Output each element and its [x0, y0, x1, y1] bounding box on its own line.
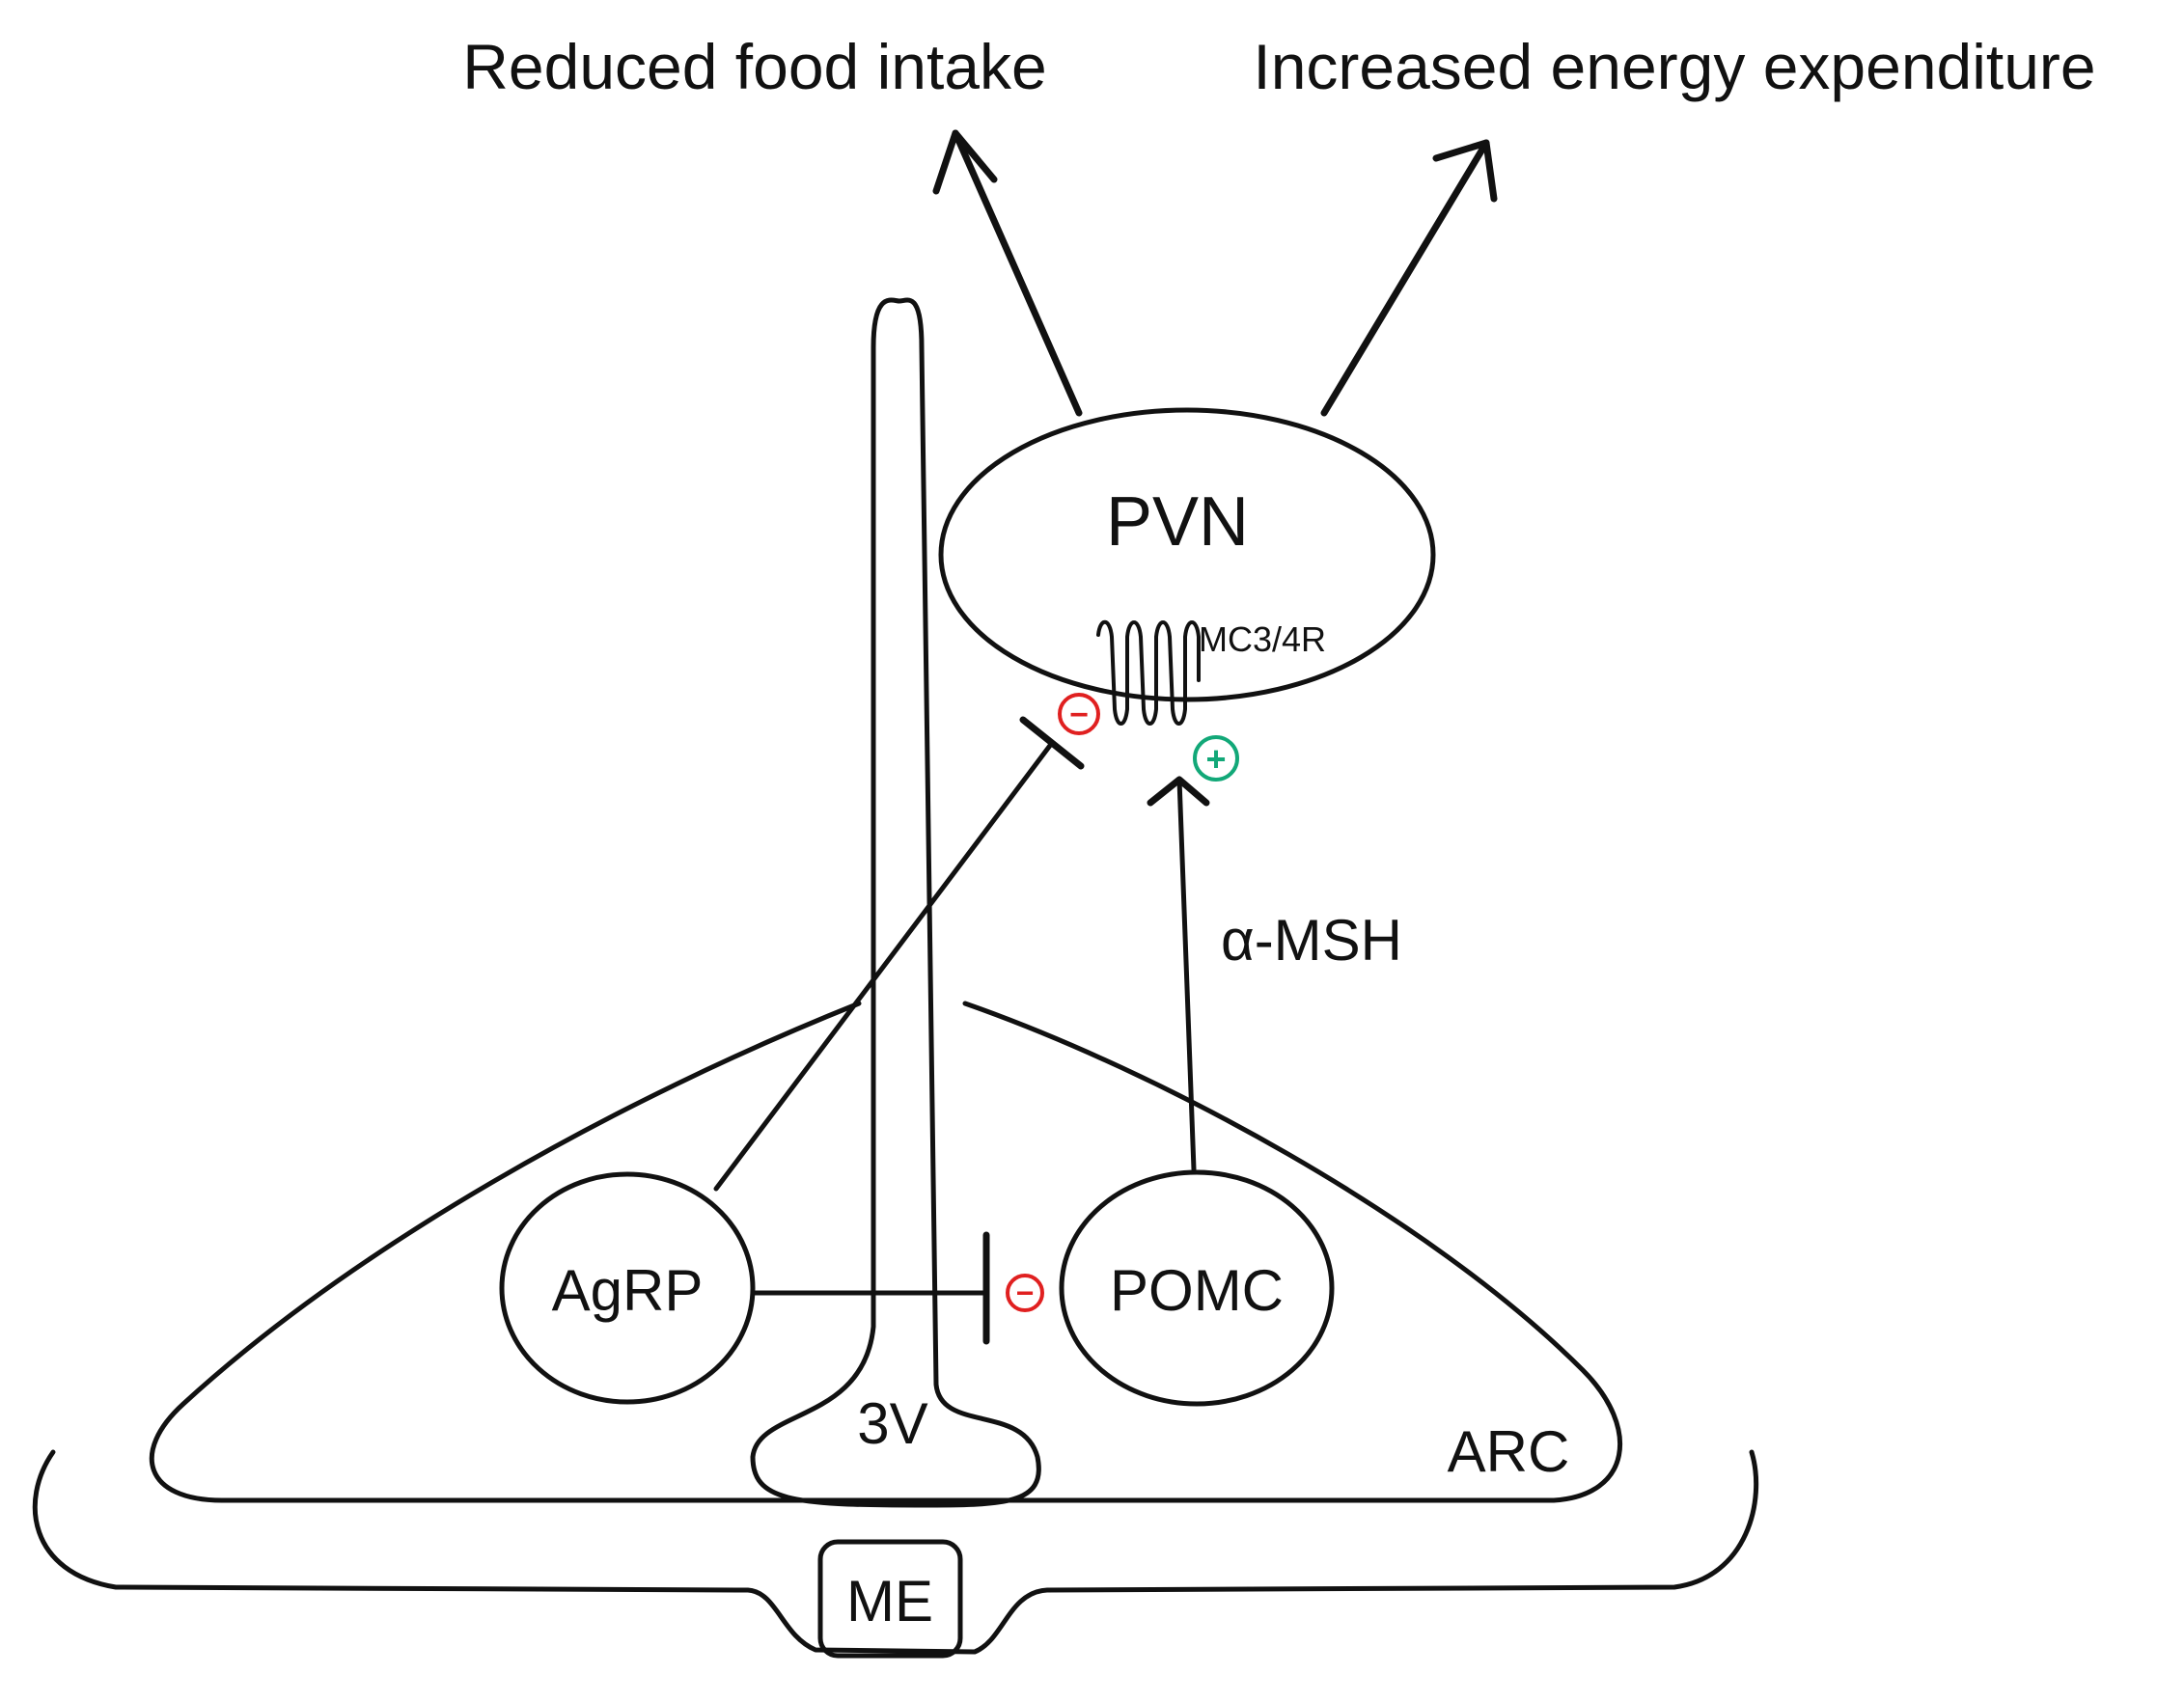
receptor-inhibition-marker: −	[1058, 693, 1100, 735]
third-ventricle-outline	[750, 297, 1041, 1508]
alpha-msh-label: α-MSH	[1221, 908, 1402, 973]
svg-text:−: −	[1069, 697, 1089, 733]
pvn-to-energy-expenditure-arrow	[1320, 139, 1498, 417]
pvn-label: PVN	[1106, 483, 1249, 561]
third-ventricle-label: 3V	[857, 1391, 927, 1456]
arc-label: ARC	[1448, 1419, 1570, 1484]
receptor-activation-marker: +	[1193, 735, 1239, 782]
svg-text:−: −	[1016, 1276, 1035, 1310]
outcome-reduced-food-intake: Reduced food intake	[462, 31, 1046, 102]
mc34r-label: MC3/4R	[1199, 619, 1326, 659]
pvn-to-food-intake-arrow	[932, 129, 1083, 417]
outcome-increased-energy-expenditure: Increased energy expenditure	[1253, 31, 2095, 102]
median-eminence-box	[817, 1539, 963, 1659]
pomc-to-receptor-activation	[1147, 776, 1210, 1172]
pomc-inhibition-marker: −	[1006, 1274, 1044, 1312]
agrp-to-receptor-inhibition	[713, 716, 1085, 1192]
svg-text:+: +	[1205, 739, 1226, 779]
median-eminence-label: ME	[846, 1569, 933, 1633]
pomc-label: POMC	[1110, 1258, 1284, 1323]
mc34r-receptor-icon	[1096, 619, 1201, 726]
agrp-label: AgRP	[552, 1258, 704, 1323]
median-eminence-base	[32, 1449, 1759, 1655]
arc-region-outline	[149, 1001, 1623, 1503]
agrp-neuron	[499, 1171, 756, 1405]
pomc-neuron	[1059, 1169, 1335, 1407]
agrp-to-pomc-inhibition	[750, 1231, 990, 1345]
